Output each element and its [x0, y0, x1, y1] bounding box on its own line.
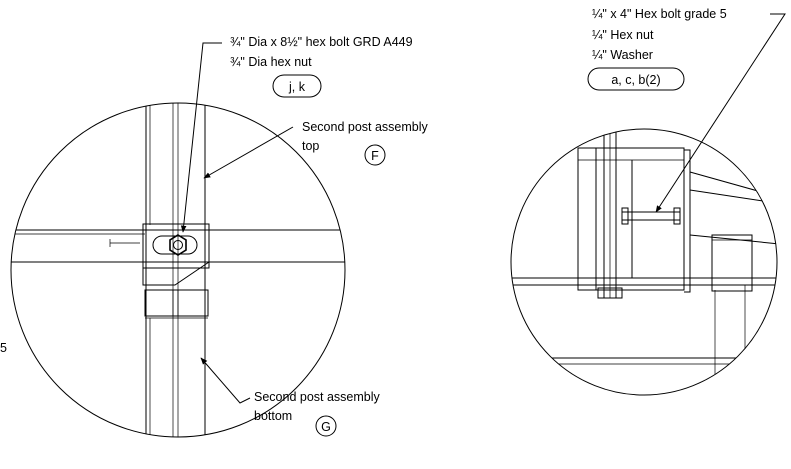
- right-parts-tag: a, c, b(2): [611, 73, 660, 87]
- top-assembly-label-2: top: [302, 139, 319, 153]
- part-tag-circle-g: [315, 415, 337, 437]
- bottom-leader: [200, 357, 251, 404]
- mounting-plate: [577, 147, 691, 293]
- right-parts-tag-oval: [587, 67, 685, 91]
- right-detail: ¼" x 4" Hex bolt grade 5 ¼" Hex nut ¼" W…: [510, 7, 786, 396]
- left-detail: ¾" Dia x 8½" hex bolt GRD A449 ¾" Dia he…: [0, 35, 429, 438]
- post-bracket: [142, 223, 210, 319]
- cross-bolt: [621, 207, 681, 225]
- part-tag-circle-f: [364, 144, 386, 166]
- horizontal-rail: [11, 229, 345, 263]
- right-leader: [655, 13, 786, 213]
- right-detail-circle: [510, 128, 778, 396]
- left-bolt-callout: ¾" Dia x 8½" hex bolt GRD A449: [230, 35, 413, 49]
- vertical-post: [145, 103, 206, 437]
- side-beam: [689, 171, 777, 292]
- right-washer-callout: ¼" Washer: [592, 48, 653, 62]
- left-nut-callout: ¾" Dia hex nut: [230, 55, 312, 69]
- left-parts-tag: j, k: [288, 80, 306, 94]
- hex-bolt-slot: [152, 234, 198, 256]
- left-parts-tag-oval: [272, 74, 322, 98]
- bolt-leader: [180, 42, 222, 233]
- top-leader: [203, 126, 294, 179]
- right-nut-callout: ¼" Hex nut: [592, 28, 654, 42]
- top-assembly-label: Second post assembly: [302, 120, 429, 134]
- part-tag-g: G: [321, 420, 331, 434]
- margin-fragment: 5: [0, 341, 7, 355]
- right-bolt-callout: ¼" x 4" Hex bolt grade 5: [592, 7, 727, 21]
- vertical-bolt: [597, 129, 623, 299]
- bottom-assembly-label-2: bottom: [254, 409, 292, 423]
- part-tag-f: F: [371, 149, 379, 163]
- bottom-assembly-label: Second post assembly: [254, 390, 381, 404]
